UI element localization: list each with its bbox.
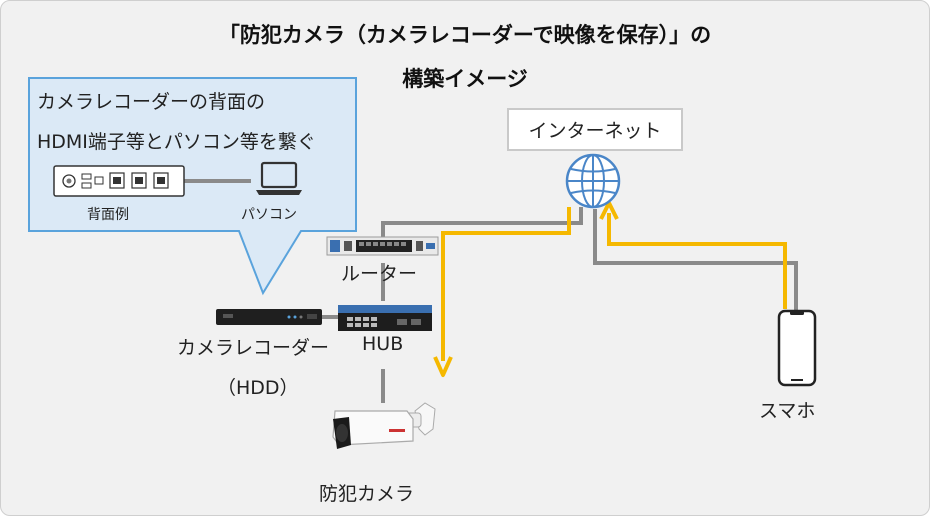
diagram-title-line1: 「防犯カメラ（カメラレコーダーで映像を保存）」の [218, 23, 712, 47]
rear-panel-icon [53, 165, 185, 197]
recorder-icon [216, 309, 322, 325]
security-camera-icon [332, 402, 436, 449]
router-label: ルーター [341, 263, 418, 285]
callout-balloon [28, 77, 357, 296]
callout-text-line1: カメラレコーダーの背面の [37, 91, 266, 113]
recorder-label: カメラレコーダー [177, 337, 330, 359]
globe-icon [565, 153, 621, 209]
internet-label-box: インターネット [507, 108, 683, 151]
rear-panel-label: 背面例 [87, 207, 129, 223]
smartphone-label: スマホ [759, 400, 816, 422]
callout-text-line2: HDMI端子等とパソコン等を繋ぐ [37, 131, 316, 153]
diagram-title-line2: 構築イメージ [402, 67, 528, 91]
flow-to-camera-line [441, 207, 571, 361]
pc-label: パソコン [241, 207, 297, 223]
internet-smartphone-wire [593, 209, 798, 311]
flow-from-smartphone-line [607, 213, 787, 309]
router-icon [326, 236, 439, 256]
smartphone-icon [777, 309, 817, 387]
laptop-icon [256, 161, 302, 195]
camera-label: 防犯カメラ [319, 483, 415, 505]
hub-icon [338, 305, 432, 331]
recorder-sublabel: （HDD） [217, 377, 299, 399]
hub-label: HUB [362, 333, 404, 355]
flow-to-camera-arrowhead [433, 356, 453, 377]
router-internet-wire [381, 207, 583, 239]
